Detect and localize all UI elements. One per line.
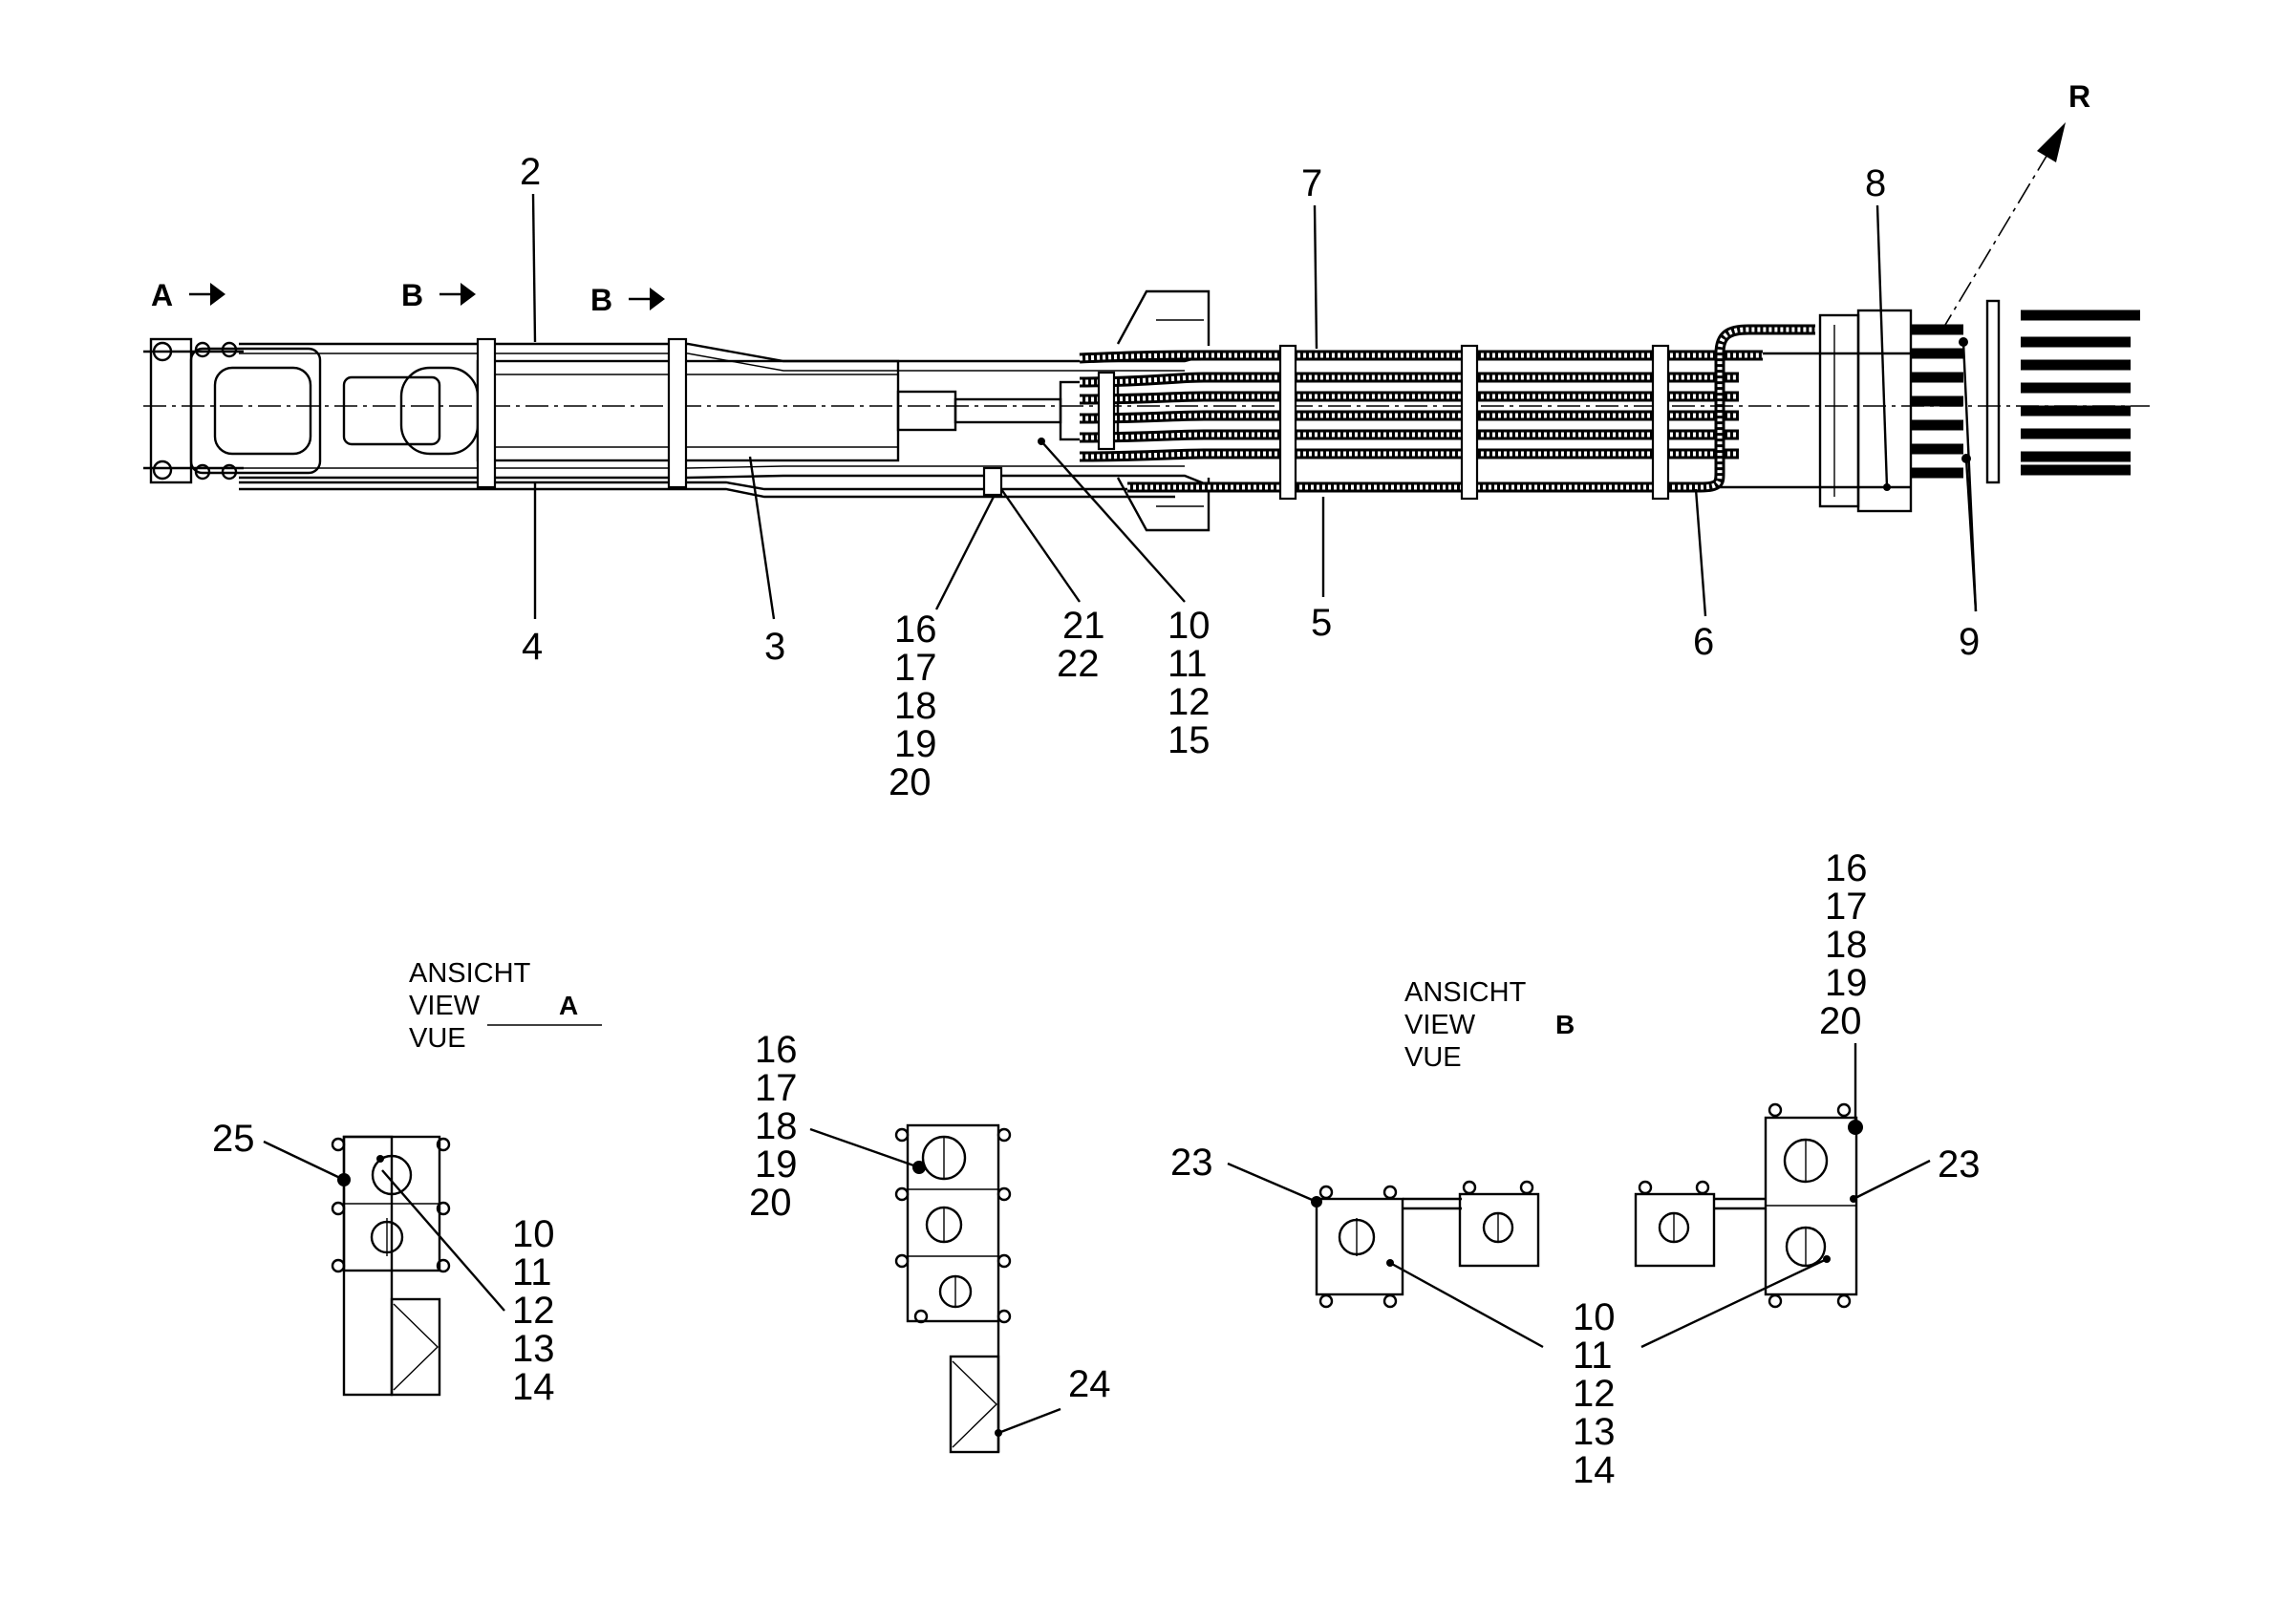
svg-text:VUE: VUE <box>409 1023 466 1054</box>
svg-text:12: 12 <box>512 1290 555 1332</box>
callout-3: 3 <box>748 456 785 668</box>
callout-8: 8 <box>1865 162 1891 491</box>
svg-text:3: 3 <box>764 626 785 668</box>
svg-text:25: 25 <box>212 1118 255 1160</box>
svg-text:12: 12 <box>1573 1373 1616 1415</box>
callout-16-20: 16 17 18 19 20 <box>889 466 1003 803</box>
svg-text:B: B <box>1555 1010 1575 1039</box>
svg-text:12: 12 <box>1168 681 1211 723</box>
svg-text:14: 14 <box>1573 1449 1616 1491</box>
callout-7: 7 <box>1301 162 1322 350</box>
svg-text:23: 23 <box>1170 1142 1213 1184</box>
svg-text:11: 11 <box>1573 1335 1613 1377</box>
callout-a-16-20: 16 17 18 19 20 <box>749 1029 920 1224</box>
view-a-title: ANSICHT VIEW VUE A <box>409 958 602 1054</box>
svg-text:8: 8 <box>1865 162 1886 204</box>
callout-b-16-20: 16 17 18 19 20 <box>1819 847 1868 1120</box>
svg-text:ANSICHT: ANSICHT <box>1404 977 1527 1008</box>
callout-b-10-14: 10 11 12 13 14 <box>1389 1257 1828 1491</box>
svg-text:15: 15 <box>1168 719 1211 761</box>
callout-21-22: 21 22 <box>1000 488 1105 685</box>
svg-text:21: 21 <box>1062 605 1105 647</box>
svg-text:20: 20 <box>889 761 932 803</box>
view-a-bracket-right <box>894 1123 1012 1454</box>
view-a-bracket-left <box>331 1135 451 1397</box>
callout-b-23-left: 23 <box>1170 1142 1318 1204</box>
svg-text:5: 5 <box>1311 602 1332 644</box>
view-b-title: ANSICHT VIEW VUE B <box>1404 977 1575 1073</box>
svg-text:11: 11 <box>512 1251 552 1293</box>
svg-text:17: 17 <box>1825 886 1868 928</box>
svg-text:19: 19 <box>755 1143 798 1186</box>
view-b-clamp-right <box>1634 1102 1863 1309</box>
svg-text:22: 22 <box>1057 643 1100 685</box>
boom-assembly <box>143 122 2150 532</box>
svg-text:9: 9 <box>1959 621 1980 663</box>
section-arrow-a: A <box>151 278 225 312</box>
callout-5: 5 <box>1311 497 1332 644</box>
svg-text:17: 17 <box>894 647 937 689</box>
section-arrow-b-2: B <box>590 283 665 317</box>
svg-text:19: 19 <box>1825 962 1868 1004</box>
svg-text:VIEW: VIEW <box>1404 1010 1476 1040</box>
section-arrow-a-label: A <box>151 278 173 312</box>
svg-text:18: 18 <box>755 1105 798 1147</box>
svg-text:VIEW: VIEW <box>409 991 481 1021</box>
callout-6: 6 <box>1693 488 1714 663</box>
callout-2: 2 <box>520 151 541 343</box>
callout-9: 9 <box>1959 337 1980 663</box>
svg-text:VUE: VUE <box>1404 1042 1462 1073</box>
callout-25: 25 <box>212 1118 345 1182</box>
svg-text:13: 13 <box>512 1328 555 1370</box>
svg-text:18: 18 <box>1825 924 1868 966</box>
callout-a-10-14: 10 11 12 13 14 <box>381 1169 555 1408</box>
svg-text:13: 13 <box>1573 1411 1616 1453</box>
outgoing-hoses <box>1911 299 2140 484</box>
svg-text:6: 6 <box>1693 621 1714 663</box>
svg-text:16: 16 <box>894 609 937 651</box>
svg-text:20: 20 <box>1819 1000 1862 1042</box>
svg-text:10: 10 <box>1168 605 1211 647</box>
svg-text:17: 17 <box>755 1067 798 1109</box>
direction-label-r: R <box>2068 79 2090 114</box>
callout-10-15: 10 11 12 15 <box>1038 438 1211 761</box>
svg-text:20: 20 <box>749 1182 792 1224</box>
svg-text:A: A <box>559 991 578 1020</box>
svg-text:10: 10 <box>512 1213 555 1255</box>
view-b-clamp-left <box>1311 1180 1540 1309</box>
svg-text:16: 16 <box>1825 847 1868 889</box>
svg-text:23: 23 <box>1938 1143 1981 1186</box>
svg-text:ANSICHT: ANSICHT <box>409 958 531 989</box>
section-arrow-b-1: B <box>401 278 476 312</box>
callout-4: 4 <box>522 482 543 668</box>
svg-text:2: 2 <box>520 151 541 193</box>
callout-24: 24 <box>997 1363 1111 1435</box>
svg-text:14: 14 <box>512 1366 555 1408</box>
svg-text:10: 10 <box>1573 1296 1616 1338</box>
section-arrow-b-1-label: B <box>401 278 423 312</box>
section-arrow-b-2-label: B <box>590 283 612 317</box>
svg-text:4: 4 <box>522 626 543 668</box>
svg-text:16: 16 <box>755 1029 798 1071</box>
svg-text:18: 18 <box>894 685 937 727</box>
svg-text:24: 24 <box>1068 1363 1111 1405</box>
callout-b-23-right: 23 <box>1853 1143 1981 1201</box>
svg-text:19: 19 <box>894 723 937 765</box>
svg-text:11: 11 <box>1168 643 1208 685</box>
svg-text:7: 7 <box>1301 162 1322 204</box>
